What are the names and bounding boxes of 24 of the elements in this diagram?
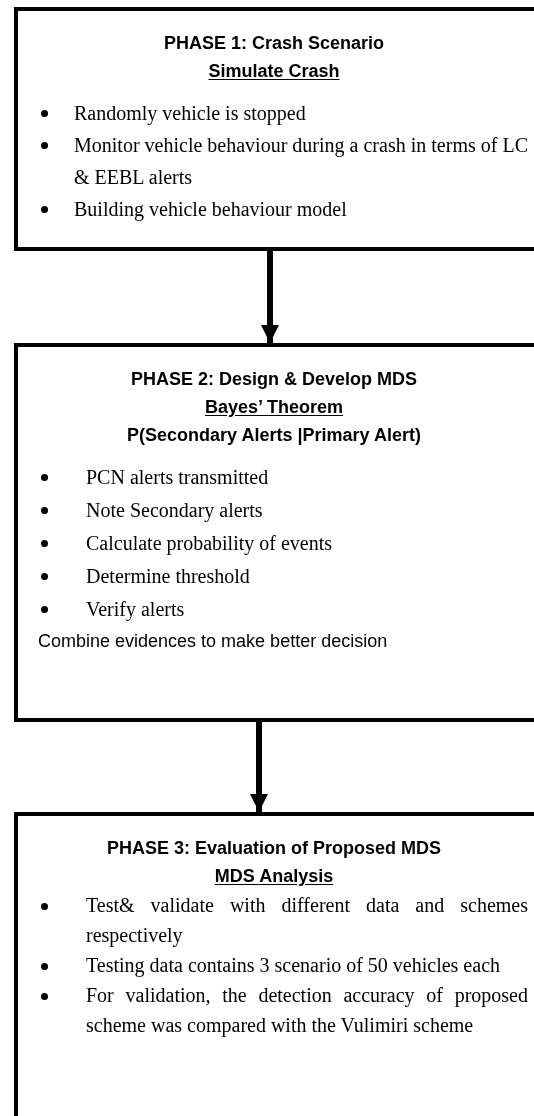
- bullet-text: Verify alerts: [86, 597, 186, 623]
- bullet-text: Calculate probability of events: [86, 531, 334, 557]
- bullet-text: Determine threshold: [86, 564, 251, 589]
- bullet-text: Monitor vehicle behaviour during a crash in terms of LC & EEBL alerts: [74, 133, 528, 190]
- process-box: [14, 7, 534, 251]
- phase-heading: PHASE 3: Evaluation of Proposed MDS: [106, 837, 441, 860]
- arrow: [250, 722, 268, 812]
- bullet-text: For validation, the detection accuracy of proposed scheme was compared with the Vulimiri scheme: [86, 983, 528, 1039]
- bullet-text: Note Secondary alerts: [86, 498, 264, 524]
- bullet-text: PCN alerts transmitted: [86, 465, 270, 490]
- phase-heading: PHASE 1: Crash Scenario: [163, 32, 385, 55]
- process-box: [14, 343, 534, 722]
- bullet-text: Testing data contains 3 scenario of 50 vehicles each: [86, 953, 501, 979]
- heading-line: MDS Analysis: [214, 865, 334, 888]
- bullet-text: Randomly vehicle is stopped: [74, 101, 307, 127]
- process-box: [14, 812, 534, 1116]
- heading-line: P(Secondary Alerts |Primary Alert): [127, 424, 421, 447]
- heading-line: Bayes’ Theorem: [204, 396, 344, 419]
- phase-heading: PHASE 2: Design & Develop MDS: [130, 368, 418, 391]
- summary-text: Combine evidences to make better decision: [38, 630, 389, 653]
- bullet-text: Test& validate with different data and schemes respectively: [86, 893, 528, 949]
- heading-line: Simulate Crash: [208, 60, 340, 83]
- bullet-text: Building vehicle behaviour model: [74, 197, 348, 223]
- arrow: [261, 251, 279, 343]
